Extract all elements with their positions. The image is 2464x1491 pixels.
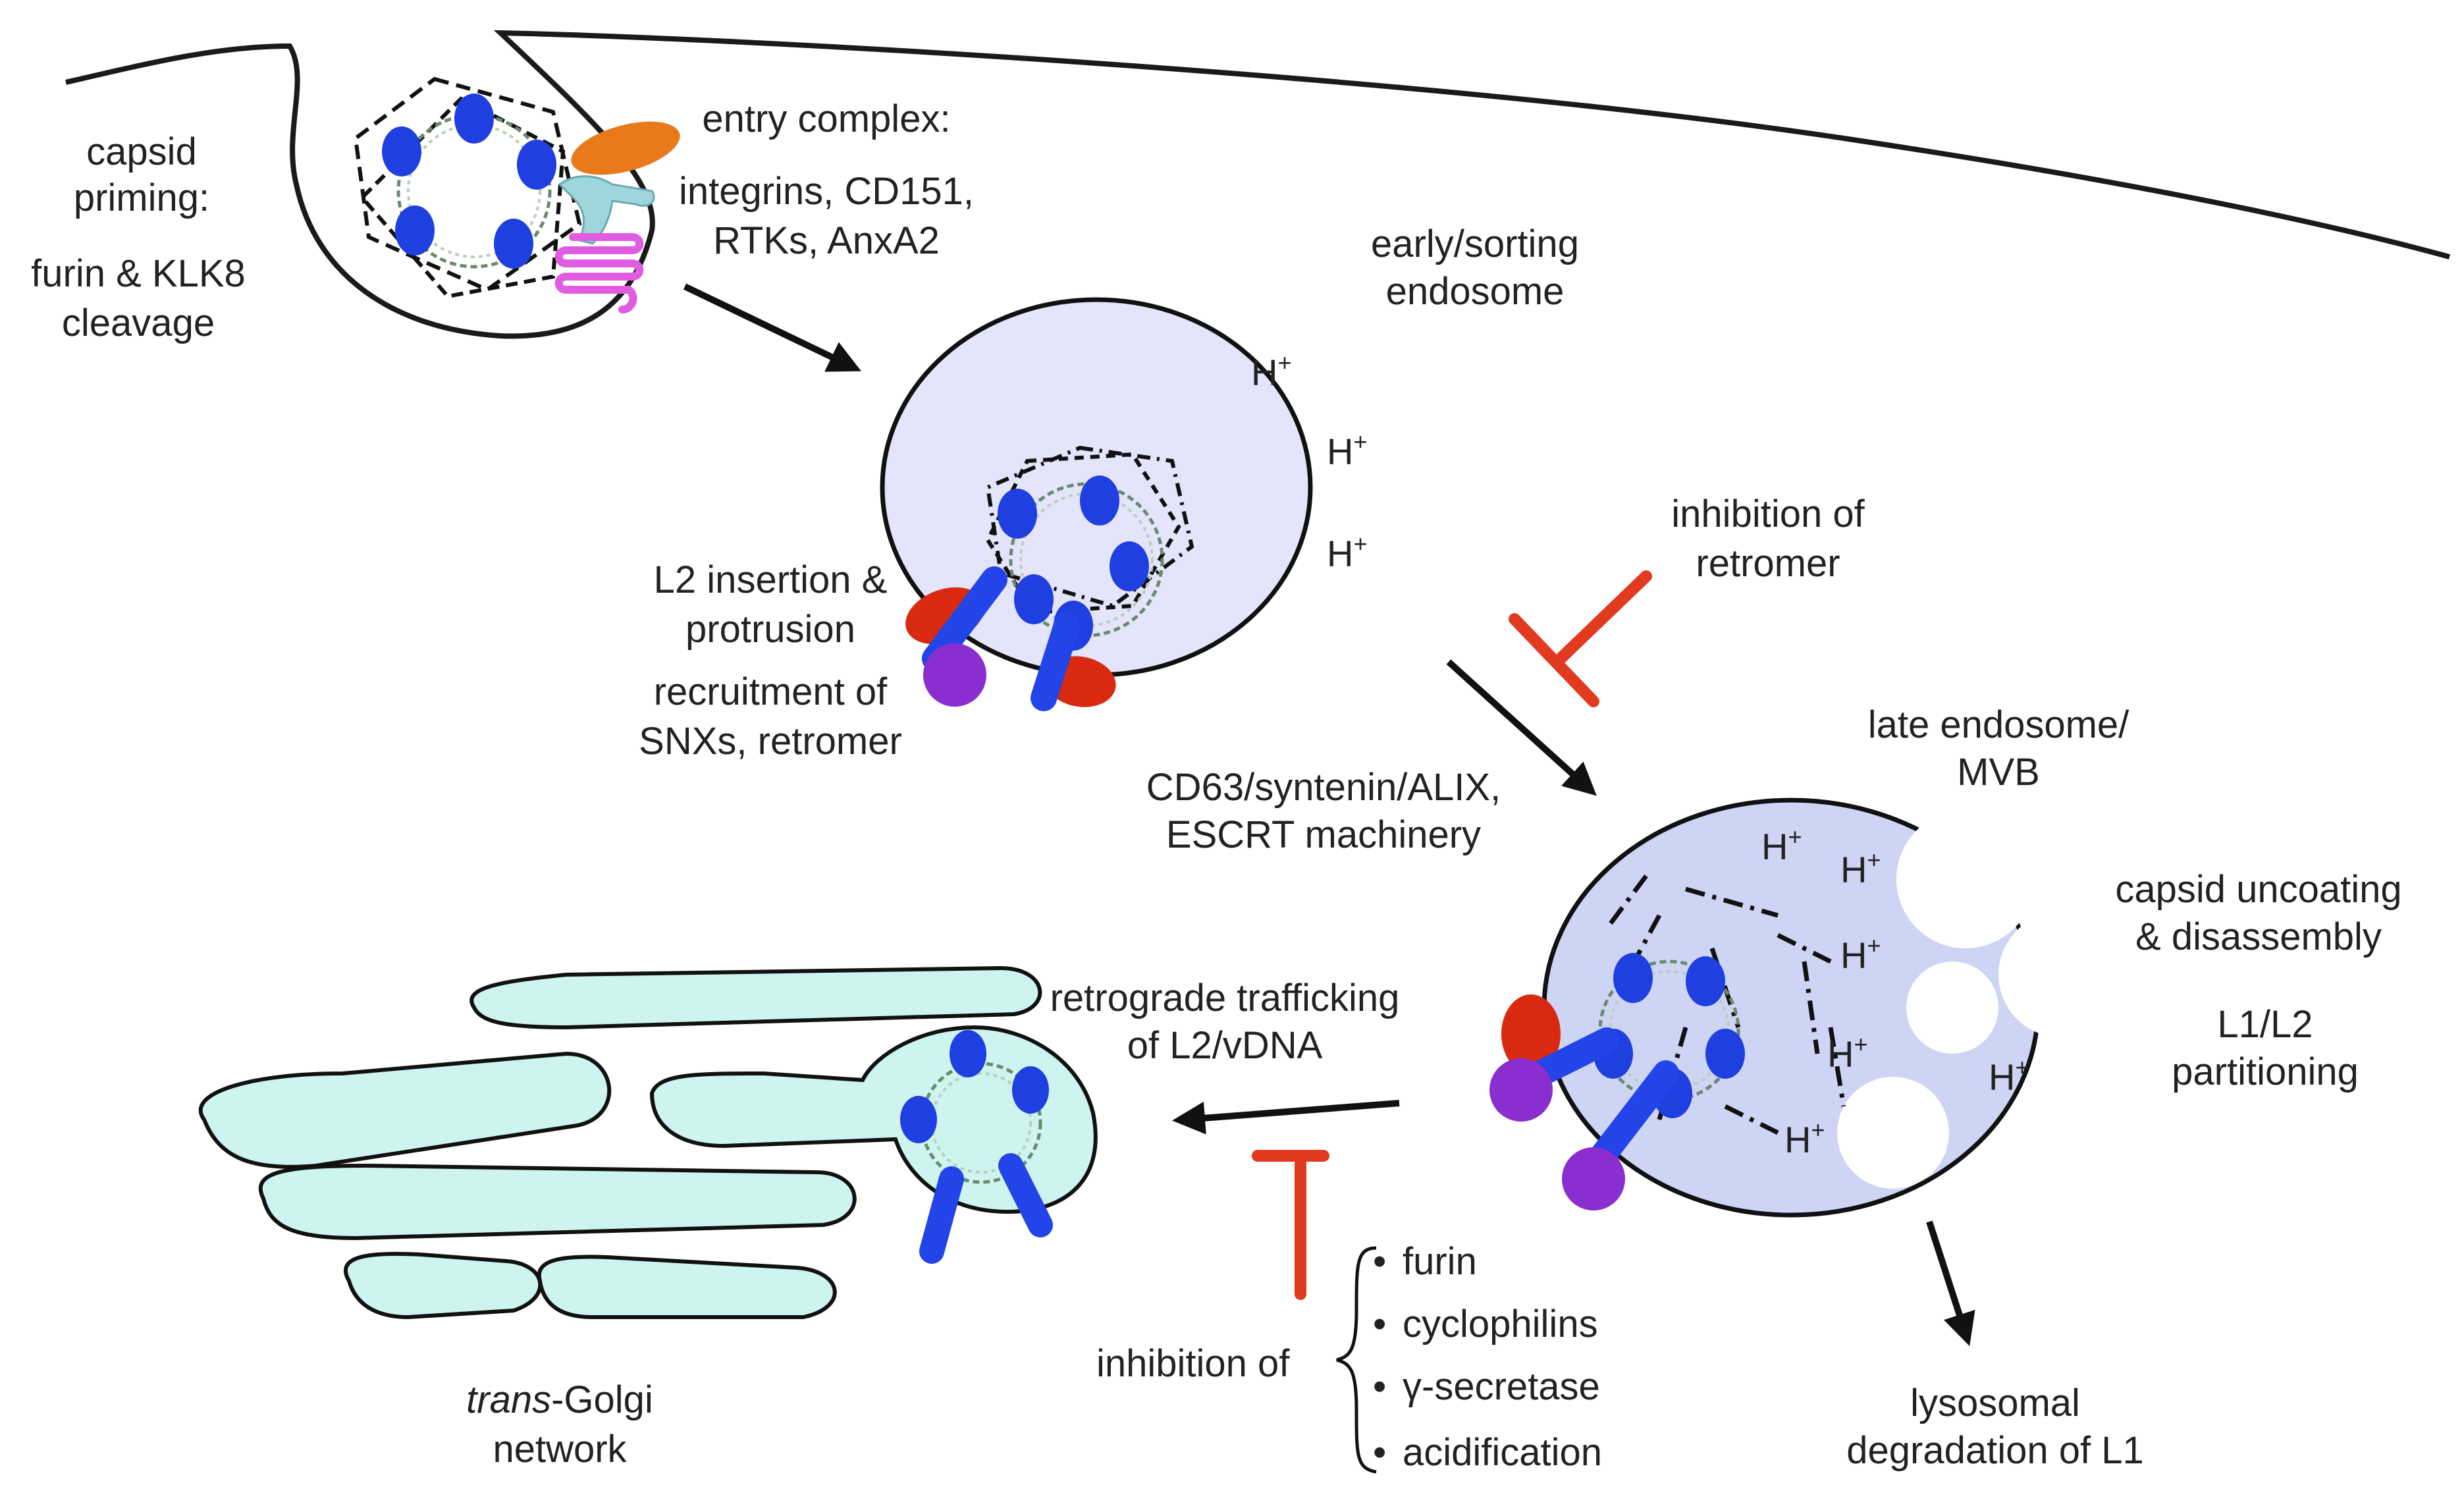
inhibitor-cyclophilins: cyclophilins <box>1403 1303 1598 1345</box>
l1-pentamer-icon <box>1014 574 1054 624</box>
l1-pentamer-icon <box>998 489 1037 539</box>
proton-label: H+ <box>1761 823 1802 867</box>
l2-protrusion-icon <box>1031 612 1080 711</box>
retromer-icon <box>923 643 986 707</box>
l1-pentamer-icon <box>382 126 421 176</box>
snx-icon <box>1501 994 1561 1073</box>
l1-pentamer-icon <box>395 205 435 256</box>
list-bullet: • <box>1373 1431 1386 1474</box>
early-endosome <box>880 297 1313 711</box>
proton-label: H+ <box>1327 428 1367 472</box>
proton-label: H+ <box>1784 1116 1825 1160</box>
inhibition-retrograde-symbol <box>1252 1150 1329 1300</box>
l2-protrusion-icon <box>1587 1060 1679 1172</box>
proton-label: H+ <box>1327 530 1367 574</box>
l1-pentamer-icon <box>494 219 533 269</box>
l1-pentamer-icon <box>454 94 494 144</box>
l1-pentamer-icon <box>1080 475 1119 526</box>
receptor-icon <box>558 175 655 245</box>
list-bullet: • <box>1373 1365 1386 1408</box>
escrt-label: CD63/syntenin/ALIX,ESCRT machinery <box>1146 766 1501 856</box>
inhibition-retromer-symbol <box>1509 570 1652 707</box>
list-bullet: • <box>1373 1303 1386 1345</box>
retromer-icon <box>1489 1058 1553 1122</box>
capsid-at-membrane <box>353 76 582 299</box>
proton-label: H+ <box>1989 1054 2029 1098</box>
late-endosome-label: late endosome/MVB <box>1868 703 2129 794</box>
l1-pentamer-icon <box>1613 953 1653 1003</box>
uncoating-label: capsid uncoating& disassembly <box>2115 868 2401 958</box>
entry-complex-label: entry complex:integrins, CD151,RTKs, Anx… <box>679 97 974 262</box>
arrow-lysosomal <box>1926 1220 1975 1347</box>
late-endosome-mvb <box>1489 798 2124 1218</box>
inhibitor-gamma-secretase: γ-secretase <box>1403 1365 1600 1408</box>
proton-label: H+ <box>1840 932 1881 976</box>
integrin-icon <box>571 121 680 175</box>
trans-golgi-network <box>198 965 1098 1320</box>
l2-insertion-label: L2 insertion &protrusion <box>654 558 888 651</box>
arrow-maturation <box>1446 659 1597 796</box>
list-bullet: • <box>1373 1240 1386 1283</box>
rtk-icon <box>554 233 644 313</box>
proton-label: H+ <box>1827 1031 1867 1075</box>
proton-label: H+ <box>1251 349 1291 393</box>
l1-pentamer-icon <box>1012 1066 1049 1114</box>
l2-vdna-complex <box>900 1030 1053 1264</box>
retromer-icon <box>1562 1147 1625 1210</box>
l1-pentamer-icon <box>1110 541 1149 591</box>
l2-protrusion-icon <box>998 1153 1053 1237</box>
l1-pentamer-icon <box>900 1096 937 1143</box>
l1-pentamer-icon <box>1705 1029 1745 1079</box>
proton-label: H+ <box>1840 846 1881 890</box>
inhibitor-brace <box>1336 1246 1377 1474</box>
arrow-retrograde <box>1172 1100 1400 1135</box>
l1-pentamer-icon <box>1686 956 1725 1006</box>
arrow-entry <box>683 283 862 372</box>
inhibition-of-label: inhibition of <box>1096 1342 1290 1385</box>
inhibitor-list: • furin • cyclophilins • γ-secretase • a… <box>1373 1240 1602 1474</box>
plasma-membrane <box>65 30 2451 339</box>
l1-pentamer-icon <box>950 1030 986 1077</box>
l2-protrusion-icon <box>919 1166 964 1264</box>
inhibitor-acidification: acidification <box>1403 1431 1602 1474</box>
l1-pentamer-icon <box>517 140 556 190</box>
inhibitor-furin: furin <box>1403 1240 1477 1283</box>
